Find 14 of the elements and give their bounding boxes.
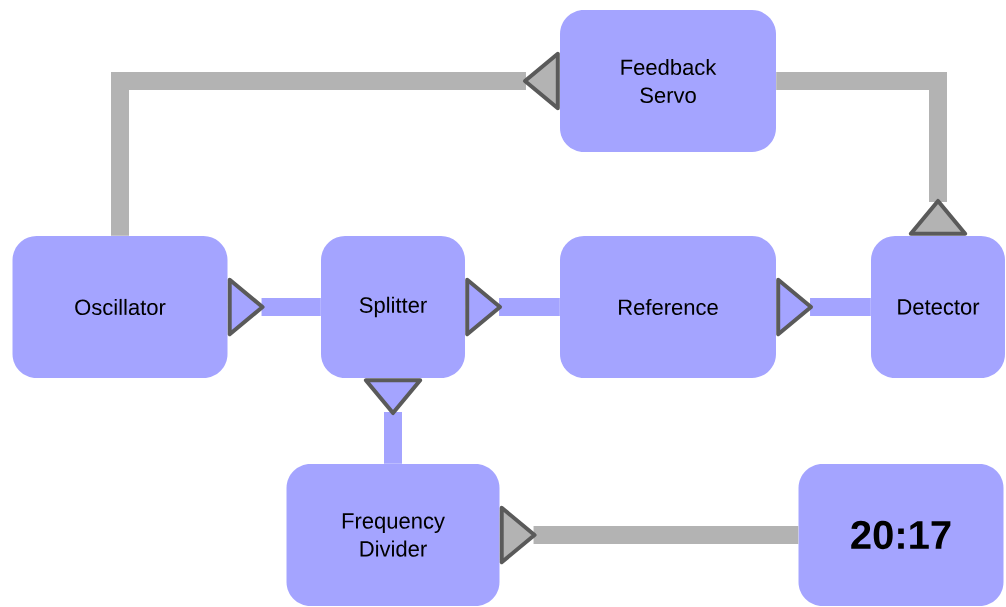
arrow xyxy=(499,505,799,565)
arrow xyxy=(776,72,968,236)
process-box: Feedback Servo xyxy=(560,10,776,152)
arrow xyxy=(363,378,423,464)
process-box: Frequency Divider xyxy=(286,464,500,606)
arrow xyxy=(465,277,560,337)
process-box: 20:17 xyxy=(798,464,1004,606)
process-box: Reference xyxy=(560,236,776,378)
arrow xyxy=(776,277,871,337)
process-box: Detector xyxy=(871,236,1005,378)
arrow xyxy=(227,277,321,337)
arrow xyxy=(111,51,560,236)
process-box: Splitter xyxy=(321,236,465,378)
process-box: Oscillator xyxy=(12,236,228,378)
